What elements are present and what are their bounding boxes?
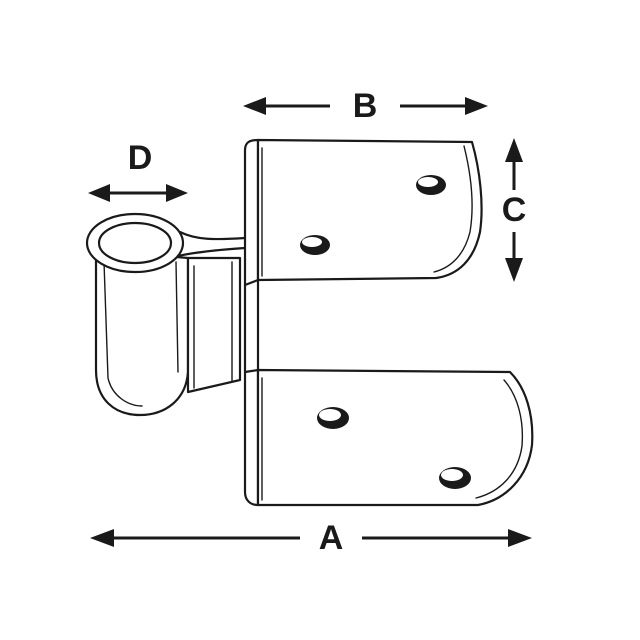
dimension-a-arrowhead-right [508,529,532,547]
upper-leaf-hole-2 [300,235,330,255]
dimension-c-arrowhead-bottom [505,258,523,282]
dimension-b-arrowhead-right [465,97,488,115]
dimension-a: A [90,519,532,557]
upper-leaf [243,138,483,287]
hinge-barrel [85,212,247,417]
lower-leaf [243,368,534,507]
dimension-c-arrowhead-top [505,138,523,162]
dimension-b: B [243,87,488,125]
upper-leaf-hole-1 [416,175,446,195]
dimension-d: D [88,139,188,202]
lower-leaf-hole-1 [317,407,349,429]
lower-leaf-hole-2 [439,467,471,489]
dimension-d-arrowhead-left [88,184,110,202]
dimension-c-label: C [502,191,527,229]
dimension-b-label: B [353,87,378,125]
dimension-d-arrowhead-right [166,184,188,202]
dimension-b-arrowhead-left [243,97,266,115]
dimension-d-label: D [128,139,153,177]
dimension-c: C [502,138,527,282]
hinge-strap [186,256,242,394]
dimension-a-arrowhead-left [90,529,114,547]
dimension-a-label: A [319,519,344,557]
